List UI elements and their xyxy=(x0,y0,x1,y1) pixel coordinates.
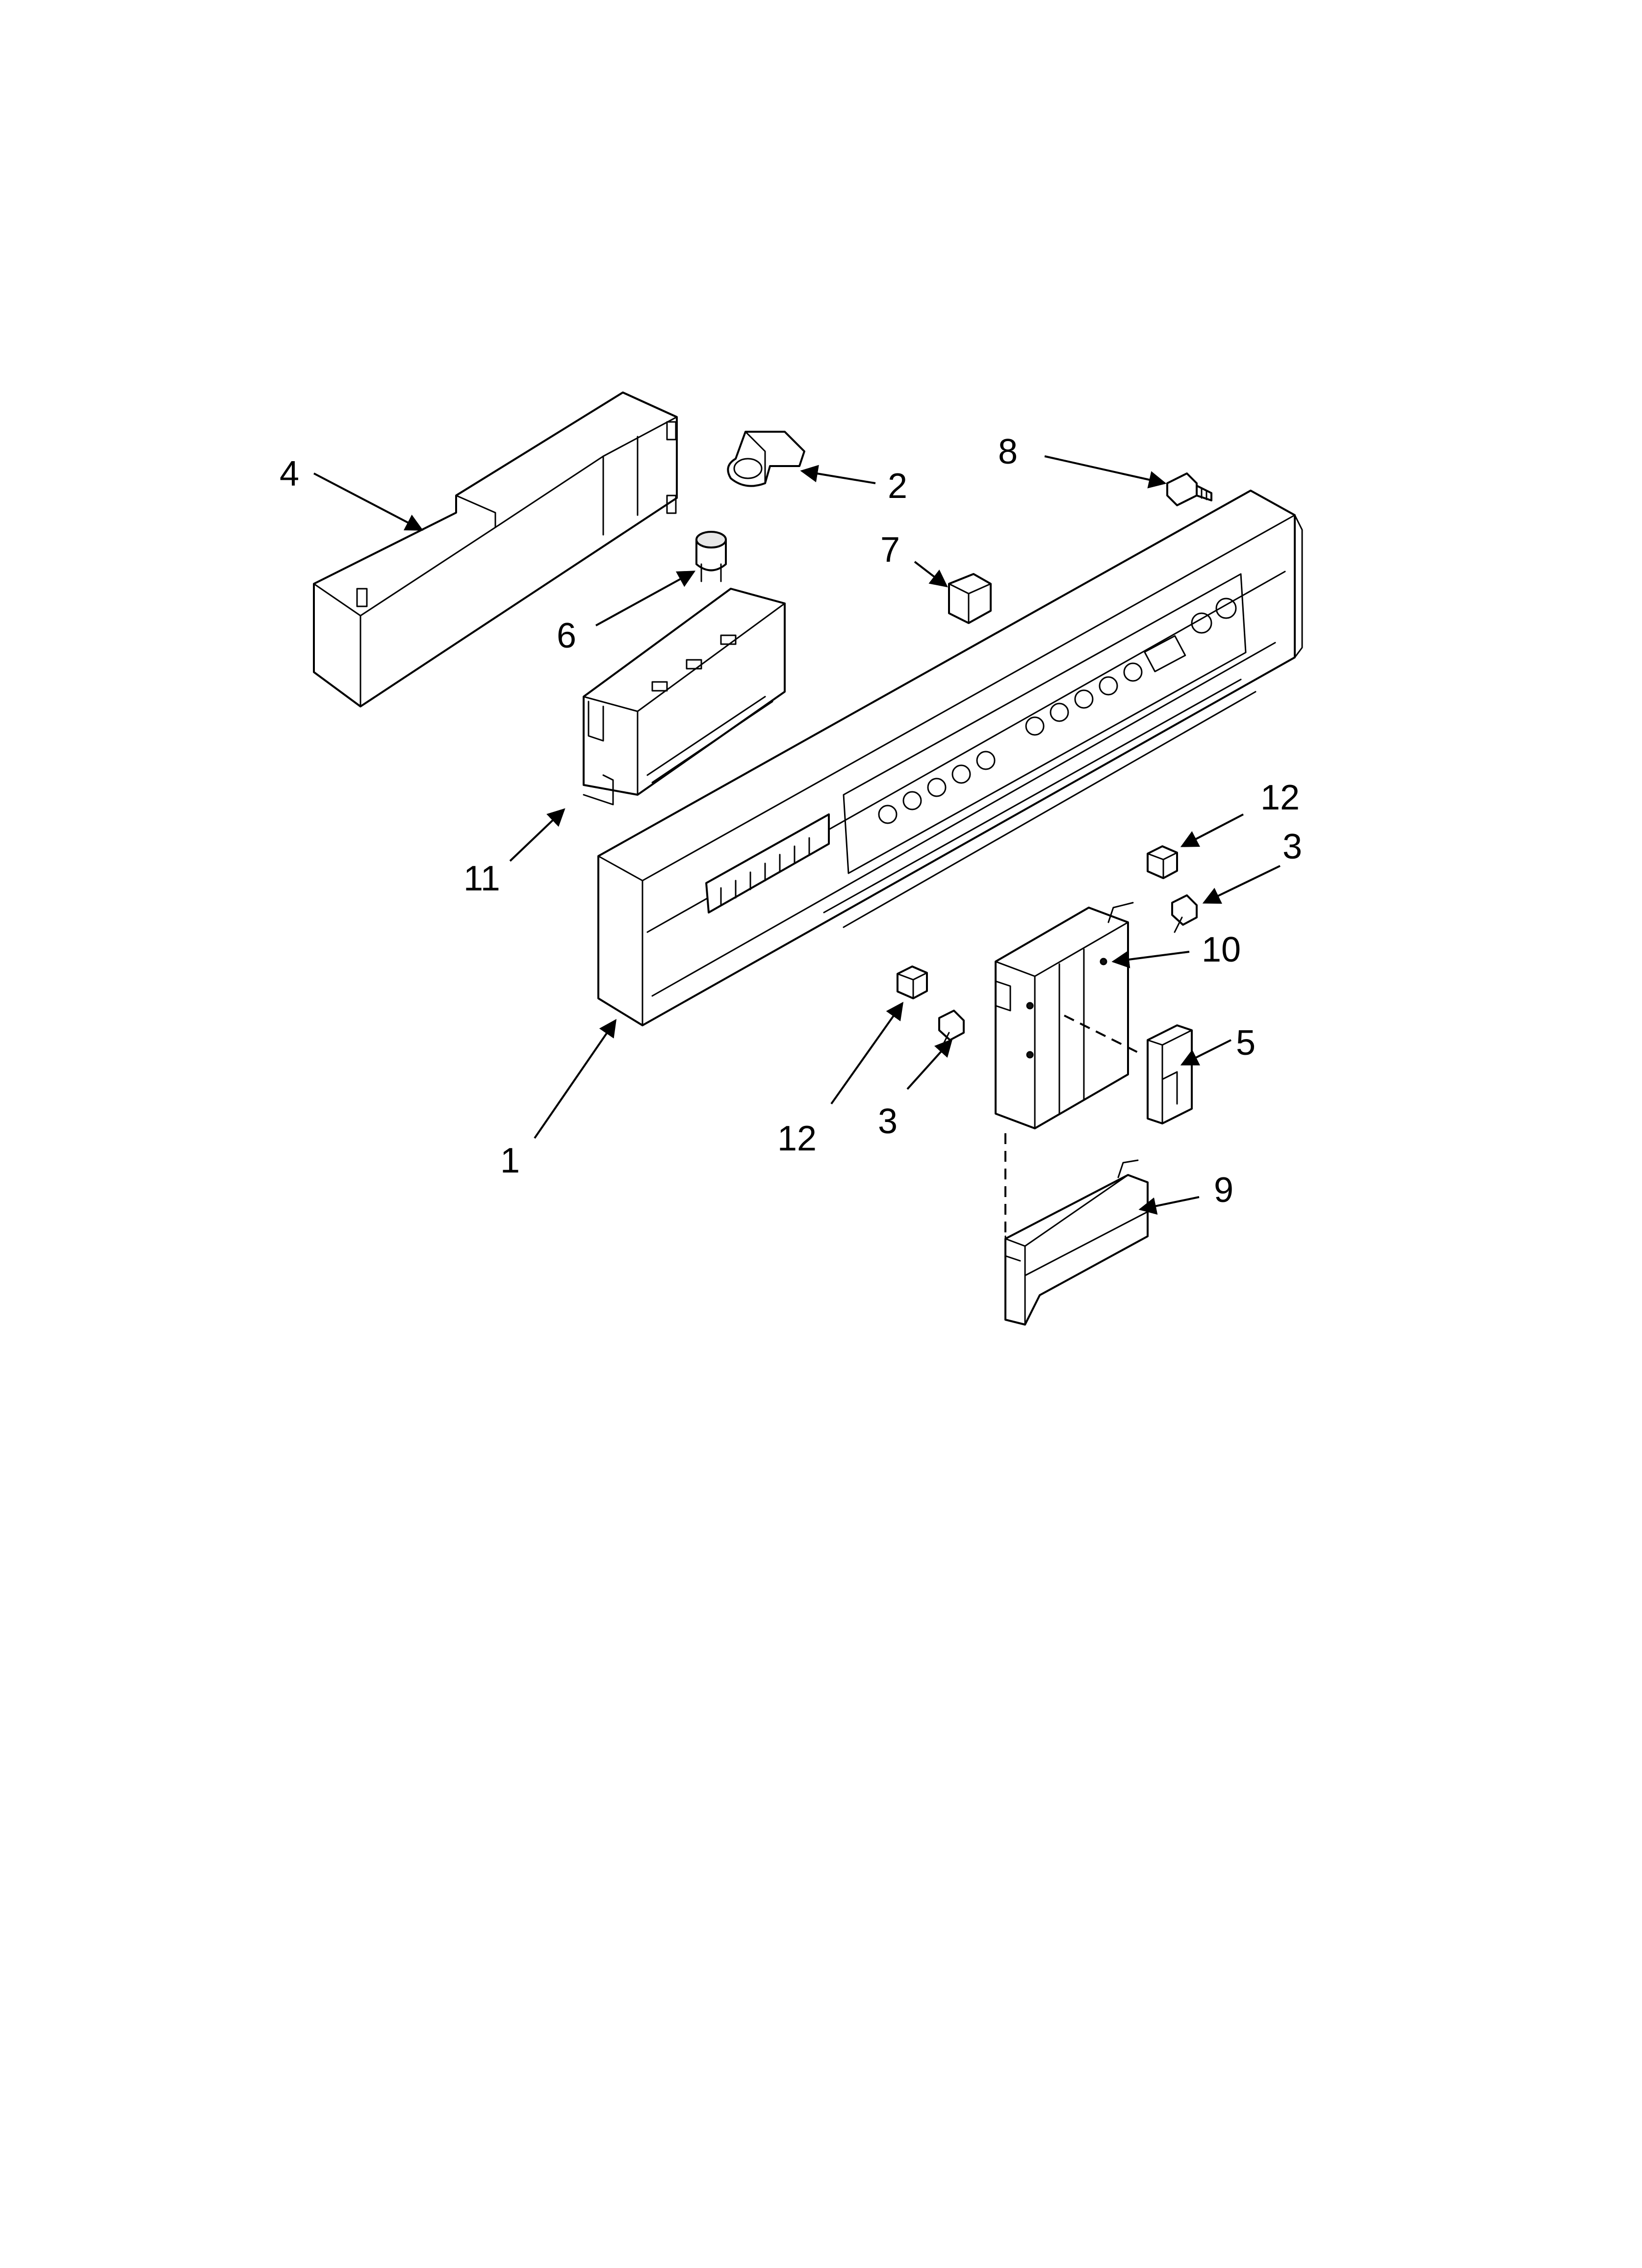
part-10-bracket xyxy=(995,902,1134,1129)
part-3-screw-right xyxy=(1171,894,1198,933)
callout-4: 4 xyxy=(280,454,299,494)
part-12-clip-left xyxy=(897,965,928,999)
callout-6: 6 xyxy=(557,616,576,655)
callout-1: 1 xyxy=(500,1141,520,1180)
part-11-control-board xyxy=(583,588,786,806)
callout-8: 8 xyxy=(998,432,1018,471)
alignment-line-diagonal xyxy=(1064,1015,1143,1056)
callout-9: 9 xyxy=(1214,1171,1233,1210)
part-5-side-bracket xyxy=(1147,1024,1193,1124)
part-9-lower-bracket xyxy=(1004,1159,1149,1326)
callout-7: 7 xyxy=(880,530,900,570)
callout-5: 5 xyxy=(1236,1023,1256,1063)
part-12-clip-right xyxy=(1147,845,1178,879)
part-3-screw-left xyxy=(938,1010,965,1048)
callout-12-left: 12 xyxy=(777,1119,817,1158)
callout-10: 10 xyxy=(1202,930,1241,969)
callout-3-left: 3 xyxy=(878,1102,898,1141)
part-2-clip xyxy=(727,431,805,487)
callout-labels: 4 2 8 7 6 11 1 12 3 10 5 9 12 3 xyxy=(280,432,1302,1210)
callout-12-right: 12 xyxy=(1260,778,1300,817)
callout-11: 11 xyxy=(463,859,500,898)
part-6-knob xyxy=(695,531,727,582)
part-7-connector xyxy=(948,573,992,624)
part-1-console-panel xyxy=(597,490,1303,1026)
panel-buttons xyxy=(878,598,1237,824)
callout-2: 2 xyxy=(888,467,907,506)
leader-lines xyxy=(313,455,1281,1215)
vent-slats xyxy=(720,837,810,906)
part-4-cover xyxy=(313,391,678,707)
callout-3-right: 3 xyxy=(1283,827,1302,866)
part-8-screw xyxy=(1166,472,1212,506)
